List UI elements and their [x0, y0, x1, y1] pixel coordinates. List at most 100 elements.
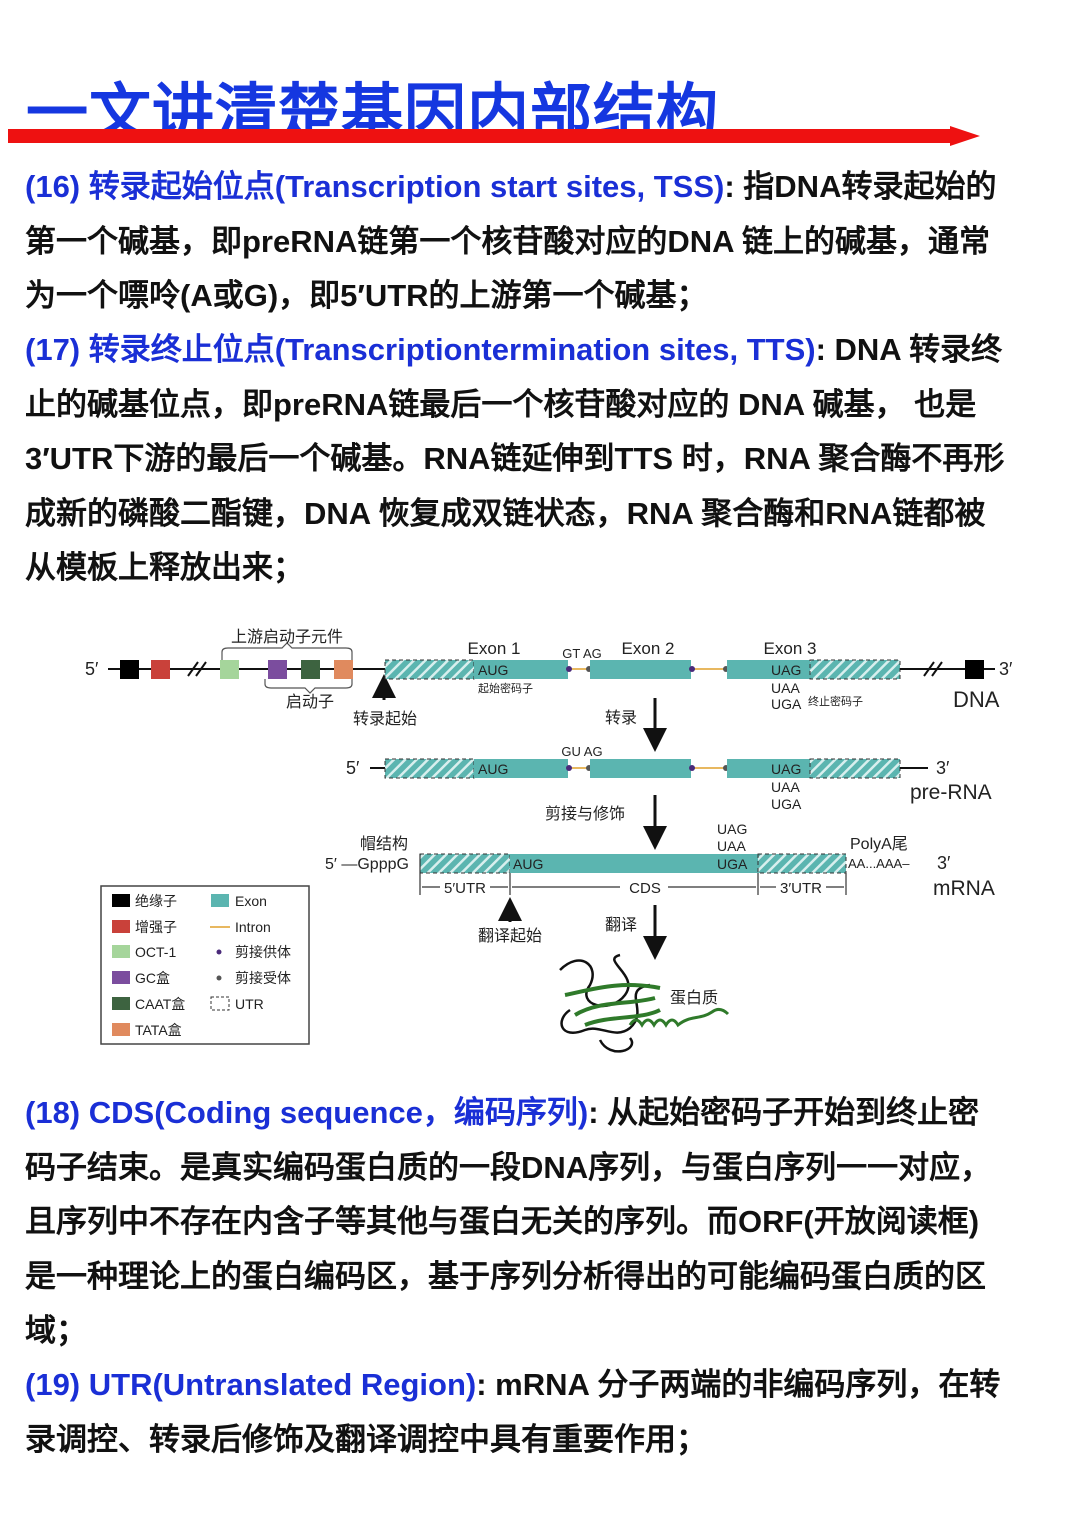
- promoter-label: 启动子: [286, 693, 334, 711]
- gene-structure-diagram: 5′ 上游启动子元件 启动子 转录起始 Exon 1 AUG 起始密码子 GT …: [85, 628, 1013, 1053]
- exon2-label: Exon 2: [622, 639, 675, 658]
- pre-rna-row: 5′ AUG GU AG UAG UAA UGA 3′ pre-RNA: [346, 744, 992, 812]
- text-line: 第一个碱基，即preRNA链第一个核苷酸对应的DNA 链上的碱基，通常: [25, 223, 991, 259]
- five-prime-label: 5′: [85, 659, 99, 679]
- mrna-row: 帽结构 5′ —GpppG AUG UAG UAA UGA PolyA尾 AA.…: [325, 821, 995, 900]
- text-line: 成新的磷酸二酯键，DNA 恢复成双链状态，RNA 聚合酶和RNA链都被: [25, 495, 986, 531]
- utr3-region: [809, 659, 901, 680]
- upstream-elements-label: 上游启动子元件: [231, 628, 343, 646]
- text-line: 从模板上释放出来；: [25, 550, 304, 585]
- paragraph-utr: (19) UTR(Untranslated Region): mRNA 分子两端…: [25, 1358, 1070, 1467]
- protein-label: 蛋白质: [670, 989, 718, 1007]
- polya-label: PolyA尾: [850, 836, 908, 853]
- three-prime-label: 3′: [936, 758, 950, 778]
- legend-splice-acceptor: 剪接受体: [235, 970, 291, 986]
- mrna-label: mRNA: [933, 877, 995, 900]
- uga-label: UGA: [771, 696, 802, 712]
- splicing-label: 剪接与修饰: [545, 805, 625, 823]
- cap-label: 帽结构: [360, 835, 408, 853]
- uaa-label: UAA: [771, 680, 800, 696]
- legend-insulator: 绝缘子: [135, 893, 177, 909]
- legend-exon: Exon: [235, 893, 267, 909]
- dna-row: 5′ 上游启动子元件 启动子 转录起始 Exon 1 AUG 起始密码子 GT …: [85, 628, 1013, 728]
- transcription-label: 转录: [605, 709, 637, 727]
- stop-codon-label: 终止密码子: [808, 694, 863, 708]
- translation-start-label: 翻译起始: [478, 927, 542, 945]
- paragraph-tss: (16) 转录起始位点(Transcription start sites, T…: [25, 160, 1070, 324]
- utr3-label: 3′UTR: [780, 880, 822, 897]
- gu-ag-label: GU AG: [561, 744, 602, 759]
- legend-gc-box: GC盒: [135, 970, 170, 986]
- tx-start-label: 转录起始: [353, 710, 417, 728]
- insulator-box: [120, 660, 139, 679]
- legend-caat-box: CAAT盒: [135, 996, 185, 1012]
- caat-box: [301, 660, 320, 679]
- uag-label: UAG: [717, 821, 747, 837]
- translation-label: 翻译: [605, 916, 637, 934]
- protein-structure-icon: [559, 953, 730, 1053]
- uga-label: UGA: [717, 856, 748, 872]
- paragraph-cds: (18) CDS(Coding sequence，编码序列): 从起始密码子开始…: [25, 1086, 1070, 1359]
- uag-label: UAG: [771, 662, 801, 678]
- legend-utr: UTR: [235, 996, 264, 1012]
- legend-tata-box: TATA盒: [135, 1022, 182, 1038]
- text-line: 止的碱基位点，即preRNA链最后一个核苷酸对应的 DNA 碱基， 也是: [25, 386, 977, 422]
- break-icon: [187, 661, 207, 677]
- exon3: [727, 660, 810, 679]
- oct1-box: [220, 660, 239, 679]
- exon2: [590, 759, 691, 778]
- text-line: : DNA 转录终: [815, 332, 1003, 367]
- enhancer-box: [151, 660, 170, 679]
- text-line: 且序列中不存在内含子等其他与蛋白无关的序列。而ORF(开放阅读框): [25, 1204, 980, 1239]
- cds-label: CDS: [629, 880, 661, 897]
- aug-label: AUG: [513, 856, 543, 872]
- exon2: [590, 660, 691, 679]
- text-line: : 从起始密码子开始到终止密: [588, 1095, 980, 1130]
- text-line: 是一种理论上的蛋白编码区，基于序列分析得出的可能编码蛋白质的区: [25, 1258, 986, 1294]
- uag-label: UAG: [771, 761, 801, 777]
- exon1: [474, 759, 568, 778]
- title-underline-arrow: [8, 129, 953, 143]
- uaa-label: UAA: [717, 838, 746, 854]
- utr5-label: 5′UTR: [444, 880, 486, 897]
- aug-label: AUG: [478, 662, 508, 678]
- pre-rna-label: pre-RNA: [910, 781, 992, 804]
- uga-label: UGA: [771, 796, 802, 812]
- aug-label: AUG: [478, 761, 508, 777]
- gt-ag-label: GT AG: [562, 646, 602, 661]
- term-label: (16) 转录起始位点(Transcription start sites, T…: [25, 169, 725, 204]
- legend-intron: Intron: [235, 919, 271, 935]
- tata-box: [334, 660, 353, 679]
- three-prime-label: 3′: [937, 853, 951, 873]
- legend-splice-donor: 剪接供体: [235, 944, 291, 960]
- gc-box: [268, 660, 287, 679]
- text-line: 录调控、转录后修饰及翻译调控中具有重要作用；: [25, 1421, 707, 1457]
- text-line: 码子结束。是真实编码蛋白质的一段DNA序列，与蛋白序列一一对应，: [25, 1149, 992, 1185]
- text-line: 域；: [25, 1313, 87, 1348]
- legend-oct1: OCT-1: [135, 944, 176, 960]
- term-label: (19) UTR(Untranslated Region): [25, 1367, 477, 1402]
- legend: 绝缘子 增强子 OCT-1 GC盒 CAAT盒 TATA盒 Exon Intro…: [100, 885, 310, 1045]
- uaa-label: UAA: [771, 779, 800, 795]
- start-codon-label: 起始密码子: [478, 681, 533, 695]
- five-prime-label: 5′: [346, 758, 360, 778]
- paragraph-tts: (17) 转录终止位点(Transcriptiontermination sit…: [25, 323, 1070, 596]
- exon1: [474, 660, 568, 679]
- term-label: (17) 转录终止位点(Transcriptiontermination sit…: [25, 332, 816, 367]
- exon1-label: Exon 1: [468, 639, 521, 658]
- term-label: (18) CDS(Coding sequence，编码序列): [25, 1095, 589, 1130]
- exon3: [727, 759, 810, 778]
- cds-region: [510, 854, 758, 873]
- three-prime-label: 3′: [999, 659, 1013, 679]
- break-icon: [923, 661, 943, 677]
- dna-label: DNA: [953, 687, 1000, 712]
- text-line: 为一个嘌呤(A或G)，即5′UTR的上游第一个碱基；: [25, 278, 708, 313]
- exon3-label: Exon 3: [764, 639, 817, 658]
- legend-enhancer: 增强子: [135, 919, 177, 935]
- text-line: 3′UTR下游的最后一个碱基。RNA链延伸到TTS 时，RNA 聚合酶不再形: [25, 441, 1005, 476]
- utr5-region: [384, 659, 475, 680]
- polya-seq: AA...AAA–: [848, 856, 910, 871]
- text-line: : 指DNA转录起始的: [724, 169, 997, 204]
- brace-promoter: [264, 679, 353, 694]
- brace-upstream: [221, 642, 353, 660]
